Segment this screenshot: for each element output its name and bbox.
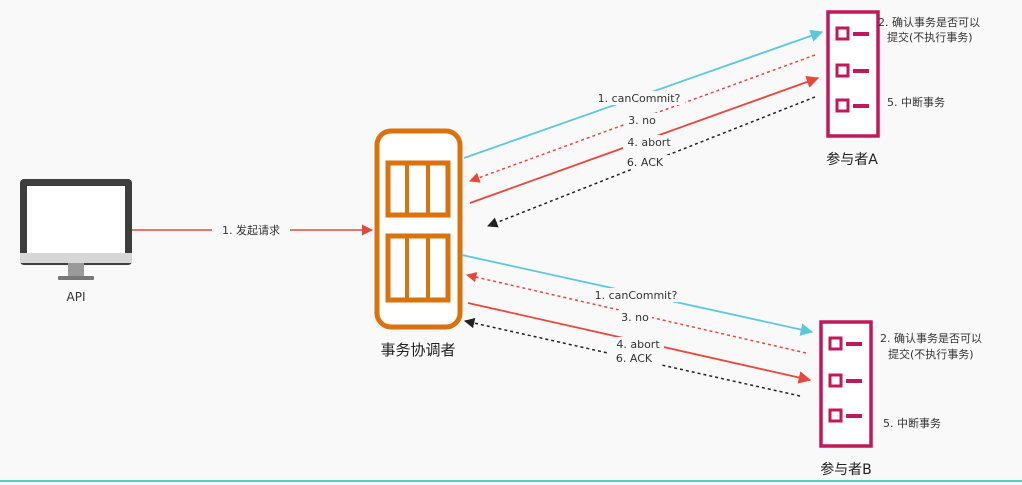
b-no-label: 3. no	[621, 311, 649, 324]
coordinator-label: 事务协调者	[380, 341, 455, 359]
a-abort-label: 4. abort	[627, 136, 671, 149]
api-label: API	[67, 290, 86, 304]
participant-b-note-line1: 2. 确认事务是否可以	[880, 332, 982, 345]
a-ack-label: 6. ACK	[627, 156, 664, 169]
a-no-arrow	[469, 54, 816, 183]
request-label: 1. 发起请求	[222, 223, 280, 237]
a-no-label: 3. no	[628, 114, 656, 127]
b-can-commit-label: 1. canCommit?	[595, 289, 678, 302]
participant-a-note-line1: 2. 确认事务是否可以	[878, 16, 980, 29]
b-no-arrow	[465, 272, 807, 354]
participant-a-label: 参与者A	[826, 151, 878, 168]
participant-a-note-line2: 提交(不执行事务)	[887, 30, 973, 44]
server-list-icon	[826, 10, 880, 138]
participant-b-note-abort: 5. 中断事务	[883, 416, 941, 430]
participant-b-note-line2: 提交(不执行事务)	[888, 347, 974, 361]
server-rack-icon	[374, 128, 463, 330]
monitor-icon	[20, 179, 132, 280]
participant-a-note-abort: 5. 中断事务	[887, 95, 945, 109]
server-list-icon	[819, 320, 873, 448]
bottom-divider	[0, 480, 1022, 482]
b-abort-label: 4. abort	[616, 338, 660, 351]
a-can-commit-label: 1. canCommit?	[598, 92, 681, 105]
participant-b-label: 参与者B	[820, 461, 872, 478]
b-ack-label: 6. ACK	[616, 352, 653, 365]
